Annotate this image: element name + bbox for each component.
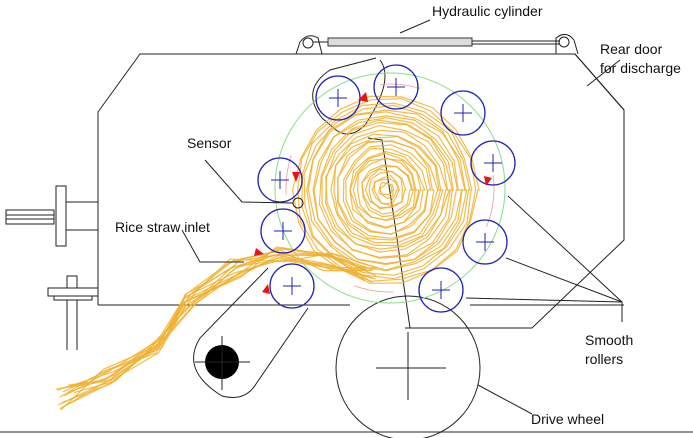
chamber-circle (274, 72, 506, 304)
straw-ring (321, 121, 454, 258)
straw-ring (297, 98, 477, 282)
roller (462, 219, 508, 265)
straw-inflow (56, 246, 377, 411)
roller (257, 157, 303, 203)
rotation-arrows (254, 92, 492, 294)
straw-ring (368, 170, 404, 210)
main-frame (97, 53, 625, 329)
label-smooth-rollers-1: Smooth (585, 332, 633, 348)
label-sensor: Sensor (187, 135, 232, 151)
straw-ring (324, 124, 451, 253)
pto-shaft (5, 185, 98, 247)
label-smooth-rollers-2: rollers (585, 351, 623, 367)
straw-ring (313, 116, 459, 266)
label-drive-wheel: Drive wheel (531, 411, 604, 427)
straw-bale (291, 95, 480, 284)
straw-ring (349, 150, 426, 228)
straw-ring (301, 102, 473, 280)
straw-strand (63, 259, 365, 389)
straw-ring (356, 157, 416, 221)
roller (418, 267, 464, 313)
straw-ring (325, 129, 448, 250)
roller (315, 75, 361, 121)
roller (269, 263, 315, 309)
arrow-icon (254, 248, 264, 256)
roller (373, 64, 419, 110)
straw-ring (307, 111, 467, 271)
drive-wheel (335, 295, 481, 438)
rear-door-split (367, 137, 411, 329)
straw-ring (330, 133, 444, 247)
roller (260, 208, 306, 254)
straw-ring (333, 136, 442, 244)
arrow-icon (358, 92, 368, 102)
straw-strand (60, 254, 374, 411)
arrow-icon (292, 172, 300, 182)
straw-ring (378, 181, 395, 200)
label-hydraulic-cylinder: Hydraulic cylinder (432, 3, 543, 19)
roller (440, 90, 486, 136)
straw-ring (303, 104, 471, 276)
straw-ring (318, 119, 455, 259)
hydraulic-cylinder (295, 19, 579, 55)
label-rear-door-1: Rear door (600, 41, 663, 57)
straw-ring (361, 164, 415, 218)
straw-ring (371, 174, 401, 206)
straw-ring (364, 168, 407, 209)
smooth-rollers (257, 64, 516, 313)
arrow-icon (262, 284, 270, 294)
straw-ring (373, 178, 400, 205)
straw-strand (68, 251, 365, 386)
label-rice-straw-inlet: Rice straw inlet (115, 219, 210, 235)
straw-ring (312, 115, 463, 265)
straw-ring (352, 158, 420, 222)
straw-ring (306, 109, 468, 272)
hitch-stand (47, 275, 99, 350)
rear-door-edge (574, 53, 625, 111)
arrow-icon (484, 176, 492, 186)
straw-ring (336, 140, 439, 241)
straw-ring (342, 144, 432, 235)
roller (470, 140, 516, 186)
label-rear-door-2: for discharge (600, 60, 681, 76)
straw-ring (345, 147, 429, 235)
straw-ring (379, 181, 393, 196)
pickup-arm (193, 267, 309, 398)
rotation-path (285, 83, 495, 293)
straw-strand (62, 247, 375, 393)
leader-lines (181, 59, 623, 415)
